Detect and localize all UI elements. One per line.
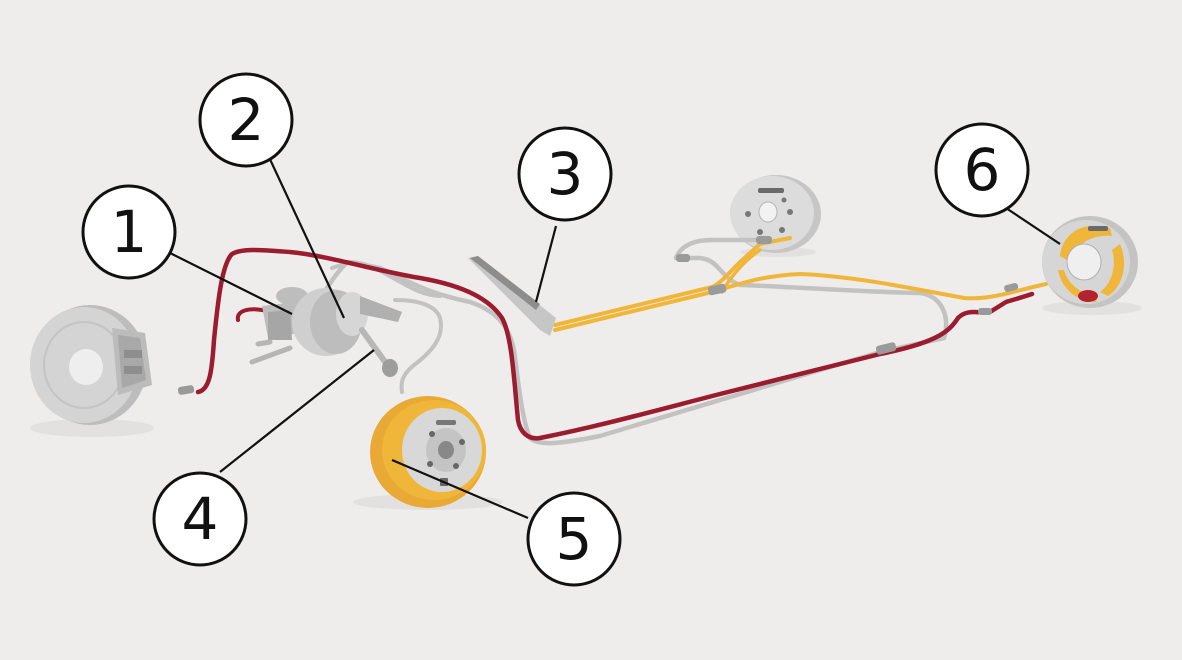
callout-5: 5 (526, 491, 622, 587)
line-connectors (177, 236, 1019, 395)
rear-left-drum-brake (730, 175, 821, 253)
front-right-disc-brake (370, 396, 486, 508)
brake-lines (195, 236, 1048, 446)
callout-3: 3 (517, 126, 613, 222)
callout-2-number: 2 (228, 86, 265, 154)
callout-1: 1 (81, 184, 177, 280)
callout-3-number: 3 (547, 140, 584, 208)
callout-6-number: 6 (964, 136, 1001, 204)
rear-right-drum-brake (1042, 216, 1138, 308)
master-cylinder-assembly (249, 287, 402, 365)
callout-4-number: 4 (182, 485, 219, 553)
brake-pedal (359, 327, 398, 377)
leader-lines (167, 154, 1061, 520)
callout-4: 4 (152, 471, 248, 567)
callout-1-number: 1 (111, 198, 148, 266)
callout-5-number: 5 (556, 505, 593, 573)
ground-shadows (30, 247, 1142, 510)
parking-brake-lever (468, 256, 556, 336)
front-left-disc-brake (30, 305, 152, 425)
callout-6: 6 (934, 122, 1030, 218)
callout-2: 2 (198, 72, 294, 168)
